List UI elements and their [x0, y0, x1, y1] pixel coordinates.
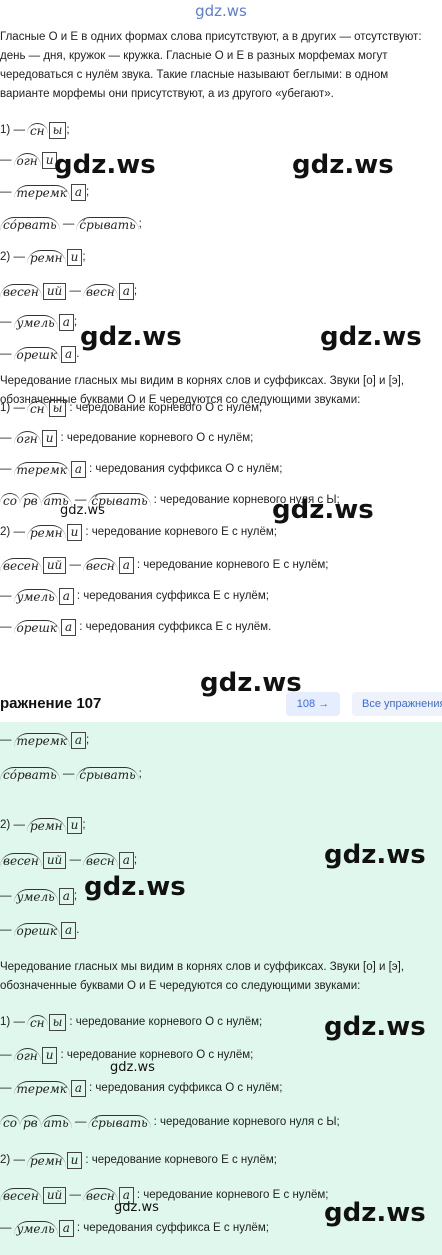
watermark: gdz.ws: [272, 495, 374, 525]
watermark: gdz.ws: [324, 1012, 426, 1042]
watermark: gdz.ws: [292, 150, 394, 180]
watermark: gdz.ws: [324, 1198, 426, 1228]
exercise-nav-bar: ражнение 107 108 → Все упражнения: [0, 684, 442, 722]
explain-paragraph: Чередование гласных мы видим в корнях сл…: [0, 375, 405, 406]
row-sorvat: со́рвать — с́рывать;: [0, 212, 142, 236]
watermark: gdz.ws: [114, 1200, 159, 1215]
intro-paragraph: Гласные О и Е в одних формах слова прису…: [0, 31, 422, 100]
watermark: gdz.ws: [60, 503, 105, 518]
next-exercise-button[interactable]: 108 →: [286, 692, 340, 716]
solution-card-duplicate: [0, 722, 442, 1255]
dup-row-sorvat: со́рвать — с́рывать;: [0, 762, 142, 786]
exercise-title: ражнение 107: [0, 694, 102, 712]
watermark: gdz.ws: [324, 840, 426, 870]
all-exercises-button[interactable]: Все упражнения: [352, 692, 442, 716]
watermark-header: gdz.ws: [195, 2, 247, 20]
watermark: gdz.ws: [200, 668, 302, 698]
watermark: gdz.ws: [320, 322, 422, 352]
dup-explain-paragraph: Чередование гласных мы видим в корнях сл…: [0, 961, 405, 992]
watermark: gdz.ws: [80, 322, 182, 352]
watermark: gdz.ws: [110, 1060, 155, 1075]
watermark: gdz.ws: [84, 872, 186, 902]
watermark: gdz.ws: [54, 150, 156, 180]
